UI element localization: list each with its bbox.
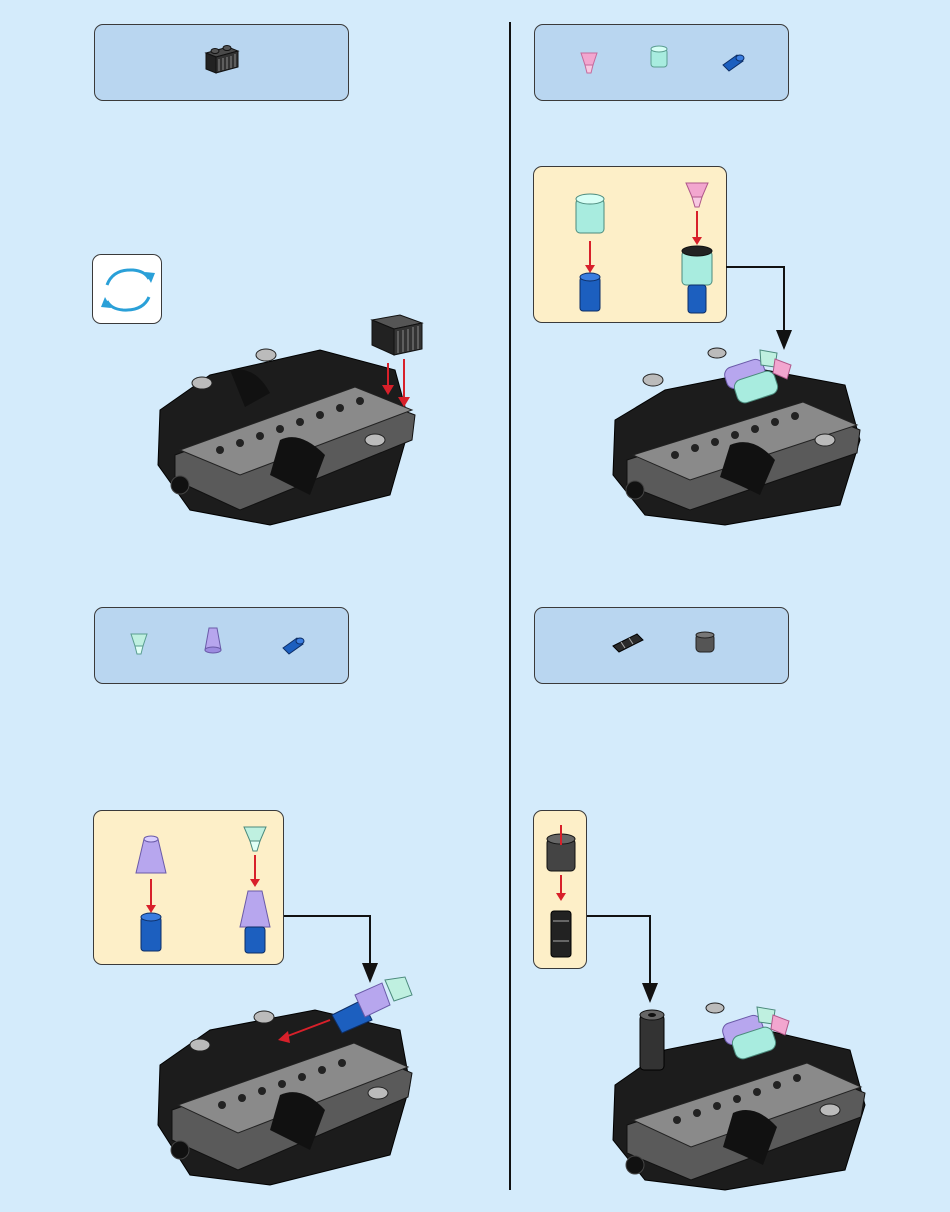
pink-gem-icon <box>577 47 601 77</box>
black-axle-connector-icon <box>609 630 649 656</box>
subassembly-step-3 <box>93 810 284 965</box>
column-divider <box>509 22 511 1190</box>
engine-block-model-step-2 <box>605 345 865 525</box>
engine-block-model-step-3 <box>150 975 420 1195</box>
subassembly-step-2 <box>533 166 727 323</box>
trans-light-blue-round-brick-icon <box>647 43 671 73</box>
parts-callout-step-2 <box>534 24 789 101</box>
engine-block-model-step-4 <box>605 1005 875 1205</box>
trans-purple-cone-icon <box>201 624 225 658</box>
subassembly-diagram <box>534 811 588 970</box>
callout-arrow-step-3 <box>284 913 384 983</box>
light-aqua-gem-icon <box>127 628 151 658</box>
black-grille-brick-icon <box>198 39 248 79</box>
rotate-indicator <box>92 254 162 324</box>
parts-callout-step-4 <box>534 607 789 684</box>
dark-gray-round-brick-icon <box>691 628 719 656</box>
engine-block-model-step-1 <box>150 315 440 525</box>
blue-pin-icon <box>719 47 749 77</box>
parts-callout-step-3 <box>94 607 349 684</box>
callout-arrow-step-2 <box>726 264 806 354</box>
subassembly-diagram <box>534 167 728 324</box>
subassembly-step-4 <box>533 810 587 969</box>
callout-arrow-step-4 <box>587 913 667 1008</box>
parts-callout-step-1 <box>94 24 349 101</box>
subassembly-diagram <box>94 811 285 966</box>
blue-pin-icon <box>279 630 309 660</box>
